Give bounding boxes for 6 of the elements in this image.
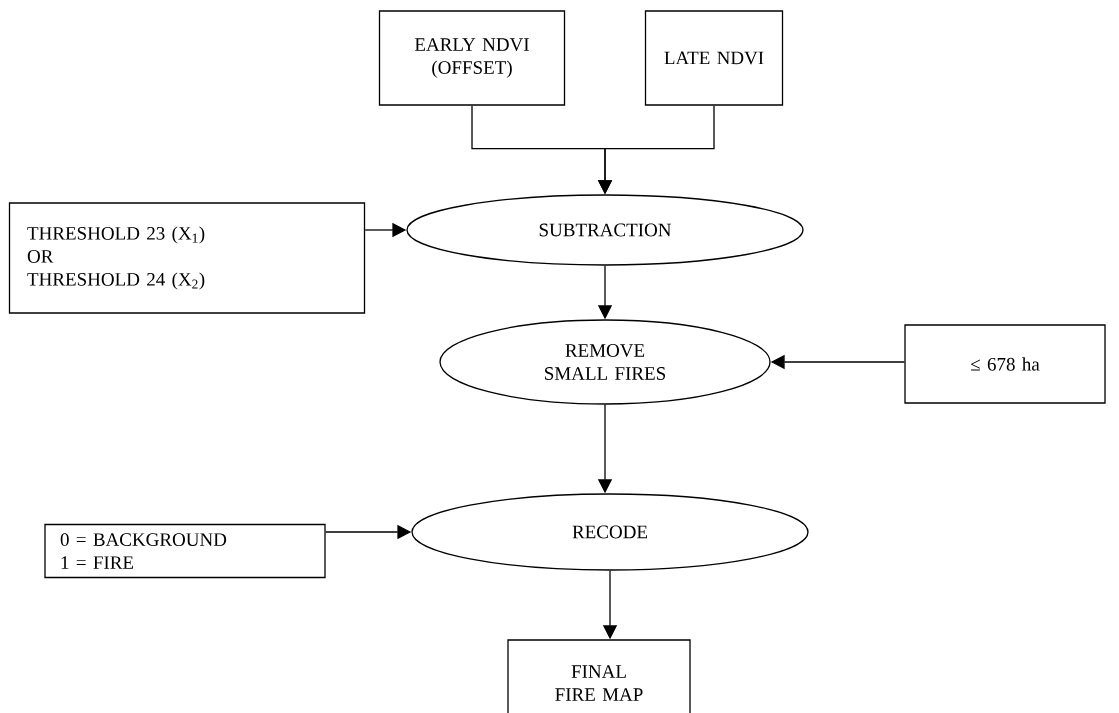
output-box: FINAL FIRE MAP [507,639,691,713]
input-box: EARLY NDVI (OFFSET) [378,10,566,106]
parameter-box: ≤ 678 ha [904,324,1106,404]
threshold-box: THRESHOLD 23 (X$_{1}$) OR THRESHOLD 24 (X$_{2}$) [8,202,366,314]
input-box: LATE NDVI [644,10,784,106]
recode-values-box: 0 = BACKGROUND 1 = FIRE [44,523,326,579]
